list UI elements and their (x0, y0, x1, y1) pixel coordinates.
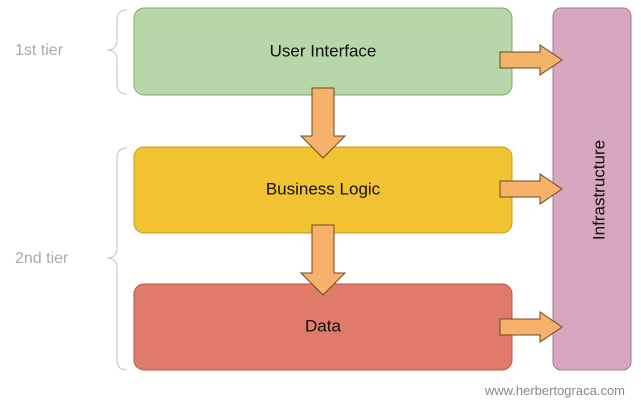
ui-to-business-arrow (299, 87, 347, 159)
business-logic-label: Business Logic (266, 179, 381, 198)
business-to-data-arrow (299, 224, 347, 296)
credit-text: www.herbertograca.com (484, 383, 625, 398)
business-to-infrastructure-arrow (499, 173, 563, 205)
infrastructure-label: Infrastructure (589, 140, 608, 240)
data-to-infrastructure-arrow (499, 311, 563, 343)
second-tier-brace (106, 147, 128, 371)
data-label: Data (305, 316, 341, 335)
second-tier-label: 2nd tier (15, 250, 69, 267)
first-tier-brace (106, 9, 128, 95)
first-tier-label: 1st tier (15, 42, 64, 59)
ui-to-infrastructure-arrow (499, 44, 563, 76)
user-interface-label: User Interface (270, 41, 377, 60)
